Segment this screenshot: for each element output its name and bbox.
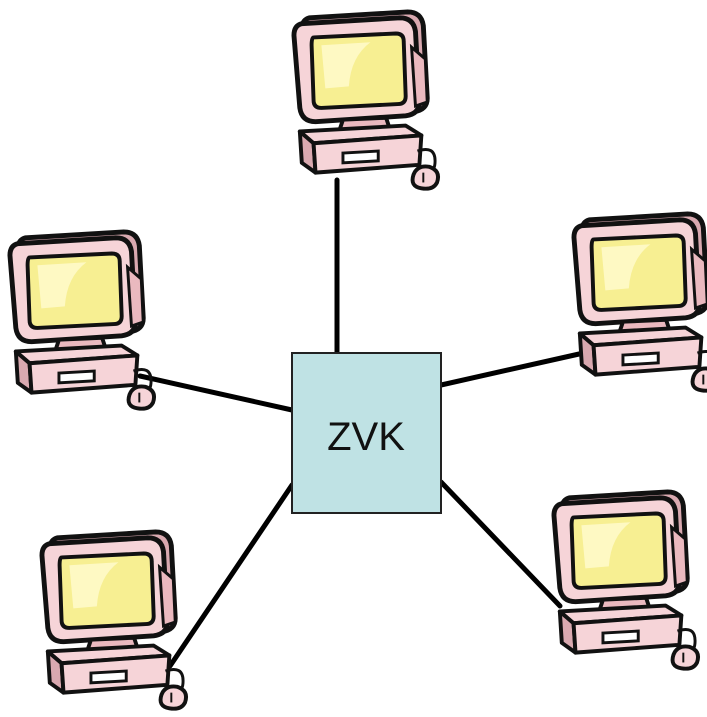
computer-top [294,12,438,189]
computer-left [10,232,154,409]
hub-label: ZVK [327,415,405,459]
link-left [137,373,295,413]
hub: ZVK [291,352,442,514]
link-bottom-right [438,479,563,609]
network-links [137,177,591,669]
hub-box [291,352,442,514]
computer-icon [42,532,186,709]
computer-bottom-right [554,492,698,669]
computer-icon [574,214,707,391]
link-bottom-left [167,482,295,669]
computer-bottom-left [42,532,186,709]
computer-icon [554,492,698,669]
computer-right [574,214,707,391]
computer-icon [294,12,438,189]
computer-icon [10,232,154,409]
link-right [438,349,591,388]
